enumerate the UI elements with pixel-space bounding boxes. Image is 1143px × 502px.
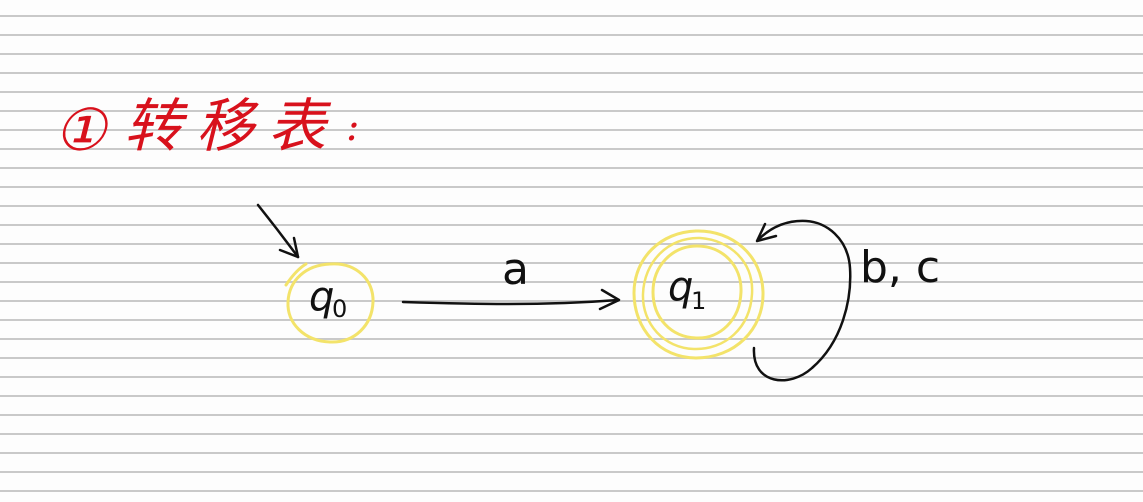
heading: ① 转移表 : — [54, 92, 359, 164]
heading-title: 转移表 — [124, 92, 340, 160]
state-q1-inner-ring — [651, 244, 743, 340]
state-q1-label: q — [668, 264, 693, 310]
state-q0-subscript: 0 — [332, 295, 347, 323]
transition-q0-q1-label: a — [502, 244, 529, 295]
state-q0: q 0 — [284, 262, 375, 344]
state-q0-label: q — [309, 274, 334, 320]
transition-q1-self-loop: b, c — [752, 219, 940, 382]
state-q1: q 1 — [632, 229, 765, 360]
state-q0-highlight — [286, 262, 375, 344]
state-q1-outer-ring — [632, 229, 765, 360]
heading-colon: : — [346, 104, 359, 150]
heading-number: ① — [54, 96, 109, 164]
transition-q1-self-loop-label: b, c — [860, 242, 940, 293]
start-arrow — [256, 203, 300, 259]
state-q1-subscript: 1 — [691, 287, 706, 315]
transition-q0-q1: a — [401, 244, 621, 311]
